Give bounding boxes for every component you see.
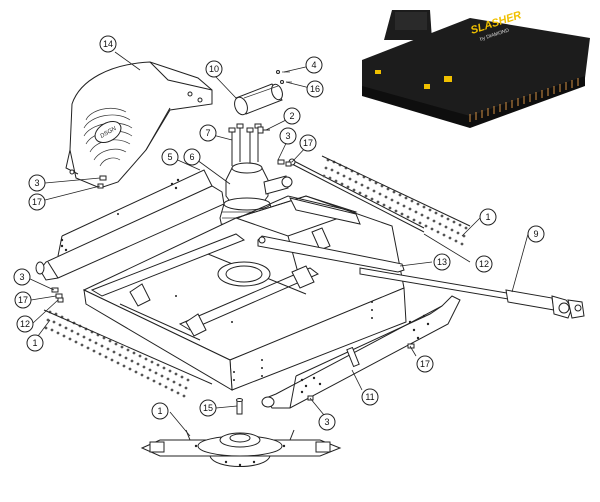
product-photo: SLASHER by DIAMOND [362,9,590,128]
callout-5: 5 [161,148,179,166]
svg-text:17: 17 [303,138,313,148]
shaft-shield-part [234,83,283,116]
callout-17-top: 17 [299,134,317,152]
callout-3-left: 3 [28,174,46,192]
driveline-part [359,267,585,319]
svg-text:16: 16 [310,84,320,94]
svg-text:3: 3 [285,131,290,141]
chain-rod-front [43,309,213,385]
left-skid-part [35,169,225,281]
leader-lines [27,51,529,437]
callout-2: 2 [283,107,301,125]
rear-link-rods [257,158,425,273]
svg-text:3: 3 [34,178,39,188]
pin-part [236,398,243,415]
svg-text:17: 17 [18,295,28,305]
callout-4: 4 [305,56,323,74]
chain-guard-front [44,310,190,398]
callout-17-right: 17 [416,355,434,373]
callout-3-front: 3 [13,268,31,286]
chain-rod-rear [321,155,471,227]
svg-text:7: 7 [205,128,210,138]
callout-12-right: 12 [475,255,493,273]
svg-text:9: 9 [533,229,538,239]
svg-text:4: 4 [311,60,316,70]
svg-text:14: 14 [103,39,113,49]
gearbox-bolts [228,123,262,166]
callout-9: 9 [527,225,545,243]
callout-8: 10 [205,60,223,78]
callout-11: 1 [151,402,169,420]
svg-text:1: 1 [485,212,490,222]
callout-1-rear: 1 [479,208,497,226]
svg-text:12: 12 [20,319,30,329]
svg-text:1: 1 [157,406,162,416]
blade-carrier-part [140,429,342,467]
callout-10: 11 [361,388,379,406]
callout-3-top: 3 [279,127,297,145]
callout-13: 13 [433,253,451,271]
bolt-2 [257,126,270,134]
callout-17-left: 17 [28,193,46,211]
svg-text:17: 17 [420,359,430,369]
hardware-4-16 [276,70,292,84]
callout-17-front: 17 [14,291,32,309]
svg-text:15: 15 [203,403,213,413]
svg-text:2: 2 [289,111,294,121]
callout-3-bottom: 3 [318,413,336,431]
svg-text:11: 11 [365,392,374,402]
svg-text:3: 3 [324,417,329,427]
svg-text:17: 17 [32,197,42,207]
svg-text:12: 12 [479,259,489,269]
svg-text:13: 13 [437,257,447,267]
callout-16: 16 [306,80,324,98]
callout-14: 14 [99,35,117,53]
callout-1-front: 1 [26,334,44,352]
mower-deck-part [82,195,407,391]
right-skid-part [261,295,461,409]
callout-15: 15 [199,399,217,417]
svg-text:10: 10 [209,64,219,74]
svg-text:5: 5 [167,152,172,162]
callout-7: 7 [199,124,217,142]
callout-12-front: 12 [16,315,34,333]
callouts: 14 10 4 16 2 7 3 17 5 6 3 17 1 9 13 12 3… [13,35,545,431]
svg-text:3: 3 [19,272,24,282]
svg-text:6: 6 [189,152,194,162]
svg-text:1: 1 [32,338,37,348]
callout-6: 6 [183,148,201,166]
gearbox-shield-part: DSGN [65,61,213,189]
chain-guard-rear [322,158,468,246]
